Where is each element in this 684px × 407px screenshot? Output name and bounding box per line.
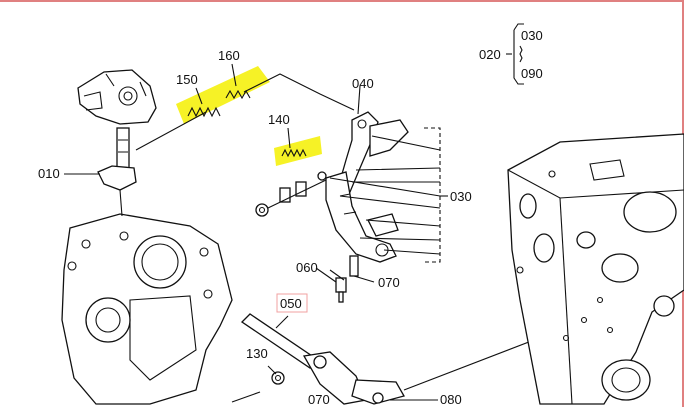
label-020: 020 bbox=[479, 47, 501, 62]
washer-130 bbox=[231, 365, 285, 403]
label-160: 160 bbox=[218, 48, 240, 63]
pin-070-upper bbox=[349, 255, 375, 283]
bracket-030 bbox=[329, 127, 448, 263]
label-030: 030 bbox=[450, 189, 472, 204]
label-140: 140 bbox=[268, 112, 290, 127]
bolt-060 bbox=[329, 269, 347, 303]
label-030-top: 030 bbox=[521, 28, 543, 43]
label-150: 150 bbox=[176, 72, 198, 87]
bracket-top-left bbox=[77, 69, 157, 125]
label-070-b: 070 bbox=[308, 392, 330, 407]
label-010: 010 bbox=[38, 166, 60, 181]
label-080: 080 bbox=[440, 392, 462, 407]
gear-case bbox=[61, 189, 233, 405]
link-rod-upper bbox=[135, 73, 355, 151]
group-bracket-020 bbox=[506, 23, 524, 85]
lever-assembly-030 bbox=[255, 171, 399, 263]
label-040: 040 bbox=[352, 76, 374, 91]
spring-150 bbox=[187, 106, 221, 118]
shaft-010 bbox=[97, 127, 137, 191]
leader-lines bbox=[64, 63, 438, 401]
label-050: 050 bbox=[280, 296, 302, 311]
engine-block bbox=[507, 133, 684, 405]
label-070-a: 070 bbox=[378, 275, 400, 290]
label-090: 090 bbox=[521, 66, 543, 81]
label-130: 130 bbox=[246, 346, 268, 361]
lever-040 bbox=[337, 111, 409, 193]
spring-140 bbox=[281, 148, 307, 158]
label-060: 060 bbox=[296, 260, 318, 275]
label-box-050 bbox=[276, 293, 308, 313]
linkage-bottom bbox=[302, 329, 561, 405]
